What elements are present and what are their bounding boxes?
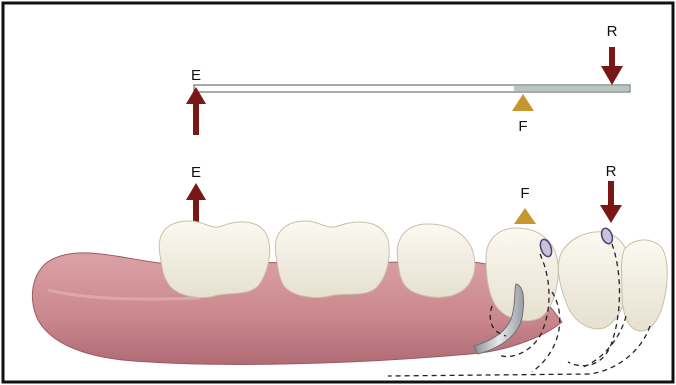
premolar-tooth-3	[397, 224, 475, 297]
denture-resistance-label: R	[606, 163, 617, 180]
molar-tooth-2	[275, 221, 389, 298]
incisor-tooth	[622, 240, 668, 331]
lever-fulcrum-label: F	[518, 118, 527, 135]
lever-bar-shaded-segment	[514, 86, 629, 91]
molar-tooth-1	[159, 221, 269, 298]
denture-fulcrum-triangle-icon	[514, 208, 536, 224]
denture-effort-label: E	[191, 164, 201, 181]
denture-fulcrum-label: F	[520, 185, 529, 202]
denture-illustration: E F R	[32, 163, 667, 376]
lever-resistance-label: R	[607, 23, 618, 40]
denture-resistance-arrow-icon	[600, 181, 622, 223]
denture-effort-arrow-icon	[186, 183, 206, 225]
fulcrum-triangle-icon	[512, 94, 534, 111]
resistance-arrow-icon	[601, 47, 623, 85]
lever-schematic: E F R	[186, 23, 630, 135]
effort-arrow-icon	[186, 87, 206, 135]
lever-effort-label: E	[191, 67, 201, 84]
